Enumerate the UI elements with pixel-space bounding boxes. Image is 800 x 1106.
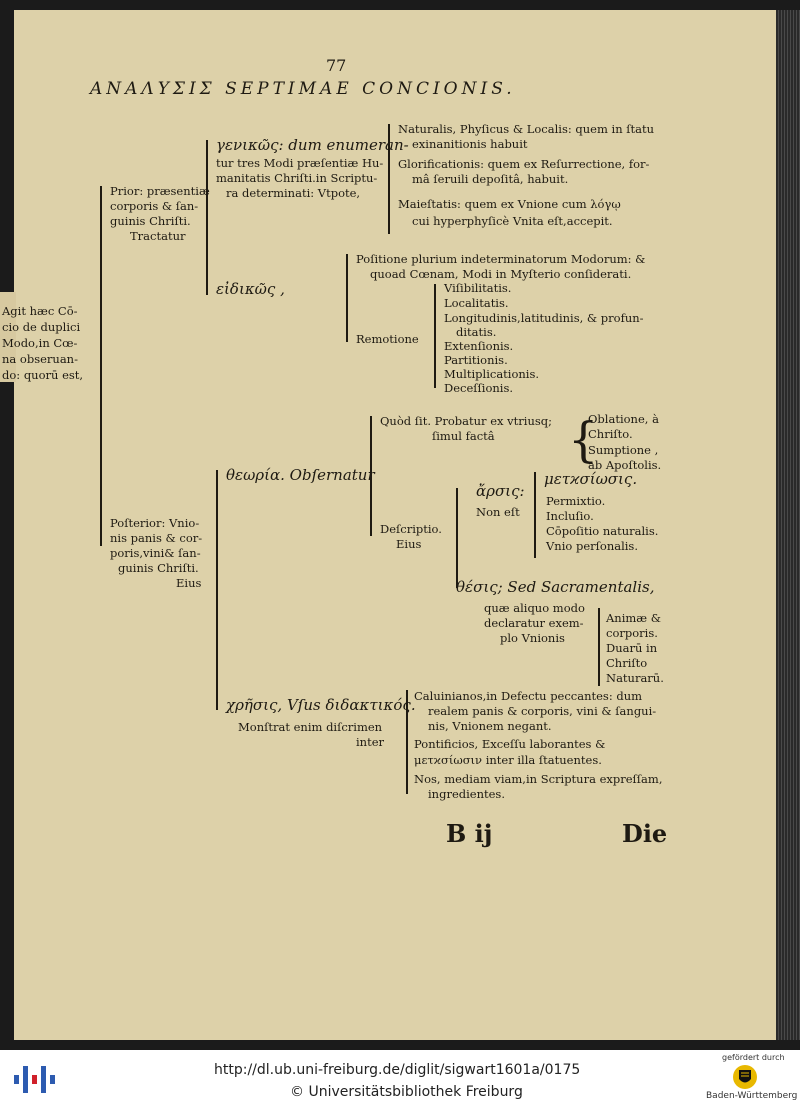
posterior-line: Poſterior: Vnio- [110,516,200,530]
remotione-item: Localitatis. [444,296,509,310]
positione-line: quoad Cœnam, Modi in Myſterio conſiderat… [370,267,632,281]
quod-item: ab Apoſtolis. [588,458,662,472]
library-logo-icon [12,1063,56,1097]
prior-line: guinis Chriſti. [110,214,191,228]
prior-line: corporis & ſan- [110,199,199,213]
chresis-line: χρῆσις, Vſus διδακτικός. [226,696,416,714]
posterior-line: nis panis & cor- [110,531,203,545]
main-bracket [100,186,102,546]
genikos-item: exinanitionis habuit [412,137,528,151]
descriptio-line: Deſcriptio. [380,522,442,536]
thesis-item: Naturarū. [606,671,664,685]
chresis-item: realem panis & corporis, vini & ſangui- [428,704,657,718]
thesis-item: Chriſto [606,656,648,670]
arsis-item: μετϰσίωσις. [544,470,638,488]
quod-line: ſimul factâ [432,429,495,443]
thesis-line: θέσις; Sed Sacramentalis, [456,578,655,596]
quod-item: Sumptione , [588,443,659,457]
genikos-head: manitatis Chriſti.in Scriptu- [216,171,378,185]
sponsor-top-text: gefördert durch [722,1053,785,1062]
chresis-item: ingredientes. [428,787,505,801]
genikos-bracket [388,124,390,234]
footer-url[interactable]: http://dl.ub.uni-freiburg.de/diglit/sigw… [214,1062,581,1078]
brace-symbol: { [568,412,599,468]
genikos-item: mâ ſeruili depoſitâ, habuit. [412,172,569,186]
theoria-label: θεωρία. Obſernatur [226,466,375,484]
genikos-head: γενικῶς: dum enumeran- [216,136,409,154]
arsis-item: Vnio perſonalis. [546,539,638,553]
margin-line: na obseruan- [2,352,78,366]
remotione-item: Partitionis. [444,353,508,367]
remotione-item: Deceſſionis. [444,381,514,395]
margin-line: cio de duplici [2,320,81,334]
thesis-line: plo Vnionis [500,631,565,645]
genikos-head: ra determinati: Vtpote, [226,186,361,200]
thesis-item: corporis. [606,626,658,640]
posterior-line: Eius [176,576,202,590]
page-header: ΑΝΑΛΥΣΙΣ SEPTIMAE CONCIONIS. [90,79,516,99]
genikos-item: Maieſtatis: quem ex Vnione cum λόγῳ [398,197,621,211]
thesis-bracket [598,608,600,686]
genikos-item: cui hyperphyſicè Vnita eſt,accepit. [412,214,613,228]
margin-line: do: quorū est, [2,368,84,382]
thesis-line: declaratur exem- [484,616,584,630]
page-edge [776,10,800,1040]
quod-item: Chriſto. [588,427,633,441]
footer-bar [0,1050,800,1106]
remotione-item: Viſibilitatis. [444,281,512,295]
positione-line: Poſitione plurium indeterminatorum Modor… [356,252,646,266]
book-page [14,10,776,1040]
previous-page-edge [0,292,16,382]
footer-copyright: © Universitätsbibliothek Freiburg [290,1084,523,1100]
chresis-line: Monſtrat enim diſcrimen [238,720,383,734]
remotione-bracket [434,284,436,388]
arsis-label: Non eſt [476,505,520,519]
posterior-line: guinis Chriſti. [118,561,199,575]
chresis-item: nis, Vnionem negant. [428,719,552,733]
eidikos-bracket [346,254,348,342]
quod-line: Quòd ſit. Probatur ex vtriusq; [380,414,552,428]
genikos-item: Naturalis, Phyſicus & Localis: quem in ſ… [398,122,655,136]
descriptio-bracket [456,488,458,588]
posterior-bracket [216,470,218,710]
arsis-bracket [534,472,536,558]
sponsor-bottom-text: Baden-Württemberg [706,1091,798,1101]
margin-line: Modo,in Cœ- [2,336,78,350]
prior-bracket [206,140,208,295]
remotione-item: ditatis. [456,325,497,339]
remotione-item: Multiplicationis. [444,367,540,381]
descriptio-line: Eius [396,537,422,551]
remotione-item: Extenſionis. [444,339,514,353]
genikos-head: tur tres Modi præſentiæ Hu- [216,156,384,170]
chresis-item: μετϰσίωσιν inter illa ſtatuentes. [414,753,602,767]
arsis-item: Cōpoſitio naturalis. [546,524,659,538]
arsis-item: Permixtio. [546,494,606,508]
chresis-item: Caluinianos,in Defectu peccantes: dum [414,689,643,703]
quod-item: Oblatione, à [588,412,659,426]
remotione-item: Longitudinis,latitudinis, & profun- [444,311,644,325]
sponsor-logo: gefördert durch Baden-Württemberg [706,1053,797,1103]
remotione-label: Remotione [356,332,419,346]
chresis-item: Pontificios, Exceſſu laborantes & [414,737,606,751]
thesis-item: Duarū in [606,641,658,655]
genikos-item: Glorificationis: quem ex Reſurrectione, … [398,157,650,171]
page-number: 77 [326,56,347,75]
arsis-item: Incluſio. [546,509,594,523]
eidikos-label: εἰδικῶς , [216,280,285,298]
coat-of-arms-icon [733,1065,757,1089]
thesis-line: quæ aliquo modo [484,601,585,615]
prior-line: Tractatur [130,229,186,243]
chresis-bracket [406,690,408,794]
prior-line: Prior: præsentiæ [110,184,210,198]
thesis-item: Animæ & [606,611,661,625]
margin-line: Agit hæc Cō- [2,304,78,318]
posterior-line: poris,vini& ſan- [110,546,201,560]
signature-mark: B ij [446,819,493,848]
catchword: Die [622,819,668,848]
arsis-label: ἄρσις: [476,482,525,500]
theoria-bracket [370,416,372,536]
chresis-line: inter [356,735,385,749]
chresis-item: Nos, mediam viam,in Scriptura expreſſam, [414,772,663,786]
